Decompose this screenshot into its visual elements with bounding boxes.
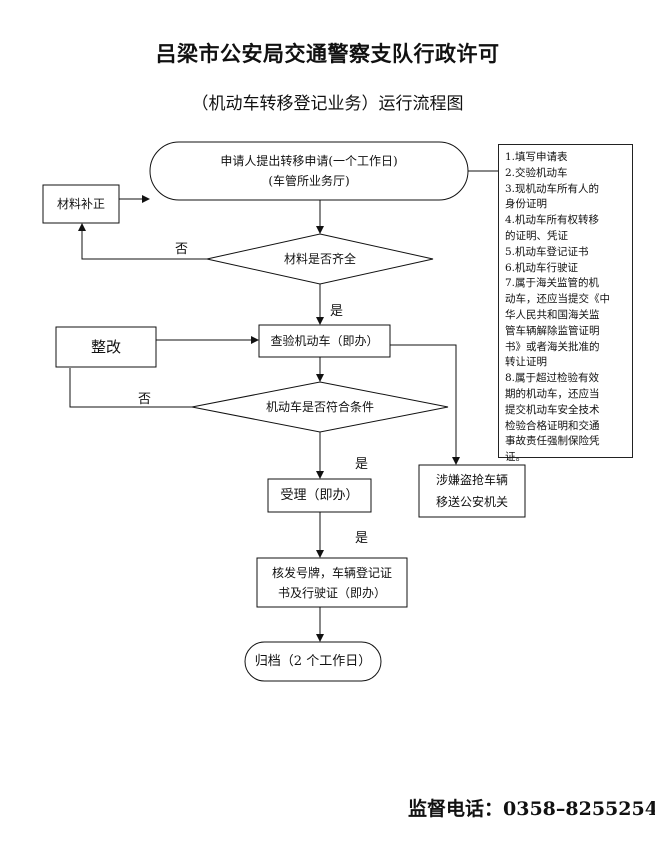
requirement-line: 5.机动车登记证书 bbox=[505, 245, 589, 258]
requirements-box: 1.填写申请表 2.交验机动车 3.现机动车所有人的身份证明 4.机动车所有权转移的证… bbox=[498, 144, 633, 463]
label-no-vehicle: 否 bbox=[138, 392, 152, 407]
requirement-line: 书》或者海关批准的 bbox=[505, 340, 600, 353]
apply-step: 申请人提出转移申请(一个工作日) (车管所业务厅) bbox=[150, 142, 468, 200]
requirement-line: 证。 bbox=[505, 451, 526, 464]
police-box-shape bbox=[418, 464, 526, 518]
issue-step: 核发号牌，车辆登记证 书及行驶证（即办） bbox=[257, 558, 407, 607]
requirement-line: 8.属于超过检验有效 bbox=[505, 372, 600, 385]
no-branch-docs bbox=[78, 223, 207, 260]
inspect-box-shape bbox=[258, 324, 391, 358]
requirement-line: 期的机动车，还应当 bbox=[505, 387, 600, 400]
label-yes-docs: 是 bbox=[330, 304, 344, 319]
police-line1: 涉嫌盗抢车辆 bbox=[435, 473, 508, 487]
supplement-label: 材料补正 bbox=[56, 197, 105, 211]
archive-label: 归档（2 个工作日） bbox=[254, 653, 372, 669]
page-subtitle: （机动车转移登记业务）运行流程图 bbox=[191, 94, 464, 114]
requirement-line: 管车辆解除监管证明 bbox=[505, 324, 600, 337]
requirement-line: 提交机动车安全技术 bbox=[505, 403, 600, 416]
requirement-line: 的证明、凭证 bbox=[505, 229, 568, 242]
archive-terminal-shape bbox=[244, 641, 382, 682]
inspect-step: 查验机动车（即办） bbox=[259, 325, 390, 357]
requirement-line: 检验合格证明和交通 bbox=[505, 419, 600, 432]
apply-step-line2: (车管所业务厅) bbox=[268, 174, 350, 188]
requirement-line: 4.机动车所有权转移 bbox=[505, 214, 600, 227]
requirement-line: 身份证明 bbox=[505, 198, 547, 211]
police-line2: 移送公安机关 bbox=[435, 495, 508, 509]
rectify-step: 整改 bbox=[56, 327, 156, 367]
arrow-inspect-to-police bbox=[390, 344, 460, 465]
accept-step: 受理（即办） bbox=[268, 479, 371, 512]
no-branch-vehicle bbox=[69, 368, 192, 408]
requirement-line: 事故责任强制保险凭 bbox=[505, 435, 600, 448]
check-vehicle-decision: 机动车是否符合条件 bbox=[192, 382, 448, 432]
issue-line2: 书及行驶证（即办） bbox=[277, 585, 386, 600]
requirement-line: 转让证明 bbox=[505, 356, 547, 369]
requirement-line: 动车，还应当提交《中 bbox=[505, 293, 610, 306]
inspect-label: 查验机动车（即办） bbox=[270, 334, 379, 348]
archive-step: 归档（2 个工作日） bbox=[245, 642, 381, 681]
rectify-box-shape bbox=[55, 326, 157, 368]
requirement-line: 3.现机动车所有人的 bbox=[505, 182, 600, 195]
issue-box-shape bbox=[256, 557, 408, 608]
page-title: 吕梁市公安局交通警察支队行政许可 bbox=[155, 41, 500, 66]
supervision-hotline: 监督电话：0358–8255254 bbox=[408, 798, 655, 820]
requirement-line: 1.填写申请表 bbox=[505, 151, 568, 163]
label-no-docs: 否 bbox=[175, 242, 189, 257]
requirement-line: 7.属于海关监管的机 bbox=[505, 277, 600, 290]
requirement-line: 6.机动车行驶证 bbox=[505, 261, 579, 274]
check-docs-label: 材料是否齐全 bbox=[283, 252, 356, 266]
supplement-step: 材料补正 bbox=[43, 185, 119, 223]
police-step: 涉嫌盗抢车辆 移送公安机关 bbox=[419, 465, 525, 517]
issue-line1: 核发号牌，车辆登记证 bbox=[271, 565, 392, 580]
label-yes-accept: 是 bbox=[355, 531, 369, 546]
apply-step-line1: 申请人提出转移申请(一个工作日) bbox=[220, 154, 398, 168]
rectify-label: 整改 bbox=[90, 338, 121, 356]
check-vehicle-label: 机动车是否符合条件 bbox=[265, 400, 374, 414]
requirement-line: 2.交验机动车 bbox=[505, 166, 568, 179]
label-yes-vehicle: 是 bbox=[355, 457, 369, 472]
accept-label: 受理（即办） bbox=[280, 487, 359, 503]
check-docs-decision: 材料是否齐全 bbox=[207, 234, 433, 284]
requirement-line: 华人民共和国海关监 bbox=[505, 308, 600, 321]
